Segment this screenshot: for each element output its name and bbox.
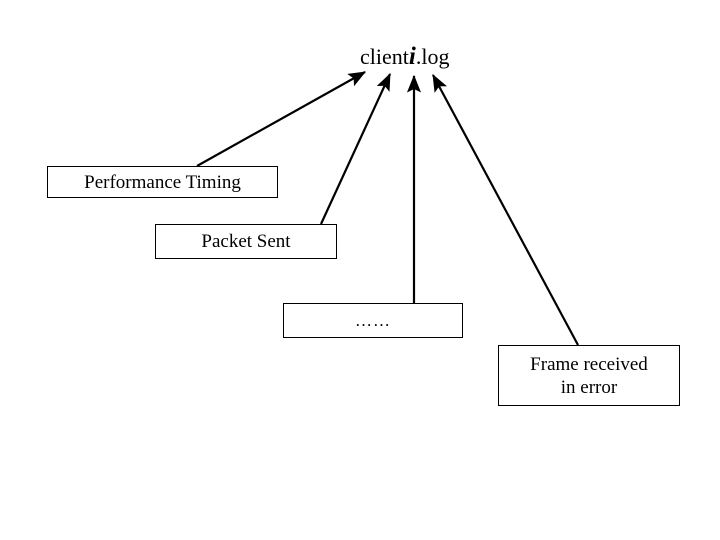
- arrow-packet-sent-to-title: [320, 73, 391, 225]
- box-packet-sent: Packet Sent: [155, 224, 337, 259]
- box-performance-timing-label: Performance Timing: [84, 171, 241, 193]
- title-suffix: .log: [415, 44, 450, 69]
- title-emphasis-letter: i: [408, 43, 416, 70]
- box-ellipsis: ……: [283, 303, 463, 338]
- box-frame-error-label: Frame received in error: [530, 353, 648, 399]
- arrow-performance-timing-to-title: [196, 71, 366, 167]
- page-title: clienti.log: [360, 44, 449, 70]
- box-frame-error-line-2: in error: [560, 376, 618, 398]
- box-frame-error: Frame received in error: [498, 345, 680, 406]
- box-ellipsis-label: ……: [355, 311, 391, 330]
- box-frame-error-line-1: Frame received: [530, 353, 648, 375]
- title-prefix: client: [360, 44, 409, 69]
- box-performance-timing: Performance Timing: [47, 166, 278, 198]
- box-packet-sent-label: Packet Sent: [201, 231, 291, 252]
